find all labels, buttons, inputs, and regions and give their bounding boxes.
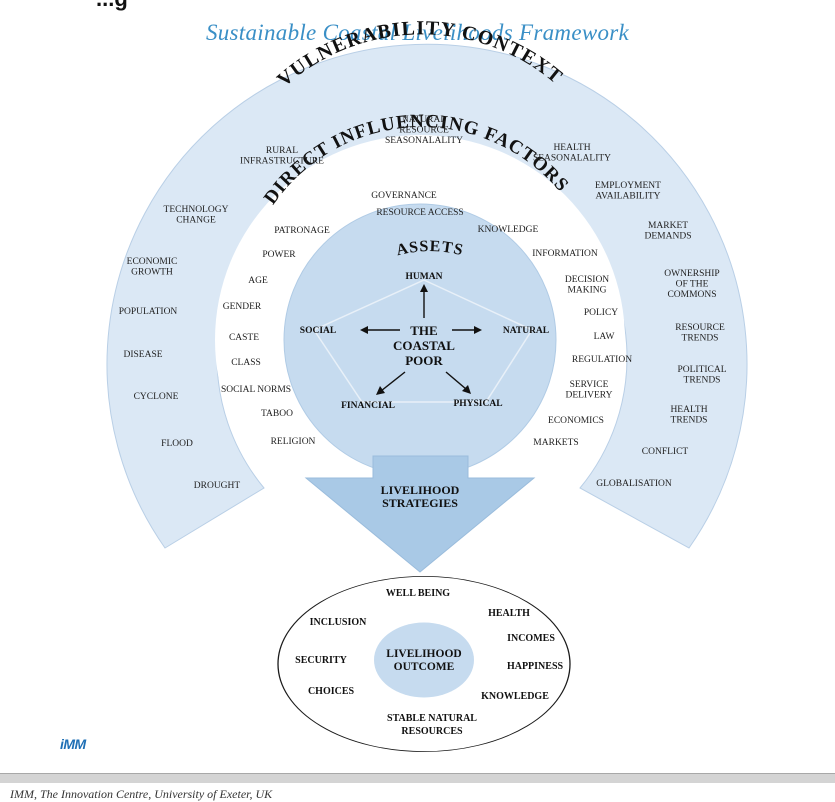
factor-item-regulation: REGULATION bbox=[572, 355, 632, 365]
factor-item-markets: MARKETS bbox=[533, 438, 578, 448]
vulnerability-item-conflict: CONFLICT bbox=[642, 447, 689, 457]
factor-item-caste: CASTE bbox=[229, 333, 259, 343]
outcome-item-choices: CHOICES bbox=[308, 686, 355, 697]
factor-item-resource-access: RESOURCE ACCESS bbox=[376, 208, 463, 218]
asset-human: HUMAN bbox=[406, 272, 443, 282]
factor-item-age: AGE bbox=[248, 276, 268, 286]
livelihood-strategies-arrow bbox=[304, 455, 536, 573]
arrowhead-human bbox=[420, 284, 428, 292]
vulnerability-item-flood: FLOOD bbox=[161, 439, 193, 449]
outcome-item-security: SECURITY bbox=[295, 655, 347, 666]
outcome-inner-circle bbox=[374, 622, 474, 698]
section-heading-fragment: ...g bbox=[96, 0, 128, 12]
factor-item-law: LAW bbox=[594, 332, 615, 342]
vulnerability-item-population: POPULATION bbox=[119, 307, 178, 317]
outcome-item-well-being: WELL BEING bbox=[386, 588, 450, 599]
asset-arrows bbox=[360, 284, 482, 395]
outcome-item-health: HEALTH bbox=[488, 608, 530, 619]
factor-item-economics: ECONOMICS bbox=[548, 416, 604, 426]
factor-item-governance: GOVERNANCE bbox=[371, 191, 437, 201]
outcome-item-incomes: INCOMES bbox=[507, 633, 555, 644]
outcome-labels: WELL BEING INCLUSION HEALTH INCOMES SECU… bbox=[295, 588, 563, 737]
vulnerability-item-disease: DISEASE bbox=[123, 350, 162, 360]
footer-text: IMM, The Innovation Centre, University o… bbox=[10, 787, 273, 801]
factor-item-knowledge: KNOWLEDGE bbox=[478, 225, 539, 235]
factor-item-social-norms: SOCIAL NORMS bbox=[221, 385, 291, 395]
direct-factor-labels: GOVERNANCE RESOURCE ACCESS PATRONAGE KNO… bbox=[221, 191, 632, 448]
framework-title: Sustainable Coastal Livelihoods Framewor… bbox=[205, 20, 630, 45]
factor-item-patronage: PATRONAGE bbox=[274, 226, 330, 236]
arrowhead-natural bbox=[474, 326, 482, 334]
outcome-item-happiness: HAPPINESS bbox=[507, 661, 564, 672]
imm-logo: iMM bbox=[60, 736, 86, 752]
factor-item-gender: GENDER bbox=[223, 302, 262, 312]
asset-physical: PHYSICAL bbox=[453, 399, 502, 409]
arrowhead-physical bbox=[462, 385, 471, 394]
factor-item-information: INFORMATION bbox=[532, 249, 598, 259]
footer-rule bbox=[0, 773, 835, 783]
asset-natural: NATURAL bbox=[503, 326, 549, 336]
arrowhead-social bbox=[360, 326, 368, 334]
asset-financial: FINANCIAL bbox=[341, 401, 395, 411]
arrow-to-financial bbox=[380, 371, 406, 392]
assets-pentagon bbox=[312, 279, 534, 403]
livelihoods-framework-diagram: VULNERABILITY CONTEXT DIRECT INFLUENCING… bbox=[106, 17, 748, 752]
factor-item-power: POWER bbox=[262, 250, 296, 260]
vulnerability-item-cyclone: CYCLONE bbox=[134, 392, 179, 402]
asset-social: SOCIAL bbox=[300, 326, 336, 336]
factor-item-religion: RELIGION bbox=[271, 437, 316, 447]
vulnerability-item-globalisation: GLOBALISATION bbox=[596, 479, 672, 489]
arrowhead-financial bbox=[376, 386, 385, 395]
factor-item-policy: POLICY bbox=[584, 308, 618, 318]
arrow-to-physical bbox=[445, 371, 467, 390]
outcome-item-knowledge: KNOWLEDGE bbox=[481, 691, 549, 702]
factor-item-taboo: TABOO bbox=[261, 409, 293, 419]
asset-node-labels: HUMAN SOCIAL NATURAL FINANCIAL PHYSICAL bbox=[300, 272, 549, 411]
factor-item-class: CLASS bbox=[231, 358, 261, 368]
vulnerability-item-drought: DROUGHT bbox=[194, 481, 241, 491]
outcome-item-inclusion: INCLUSION bbox=[310, 617, 367, 628]
